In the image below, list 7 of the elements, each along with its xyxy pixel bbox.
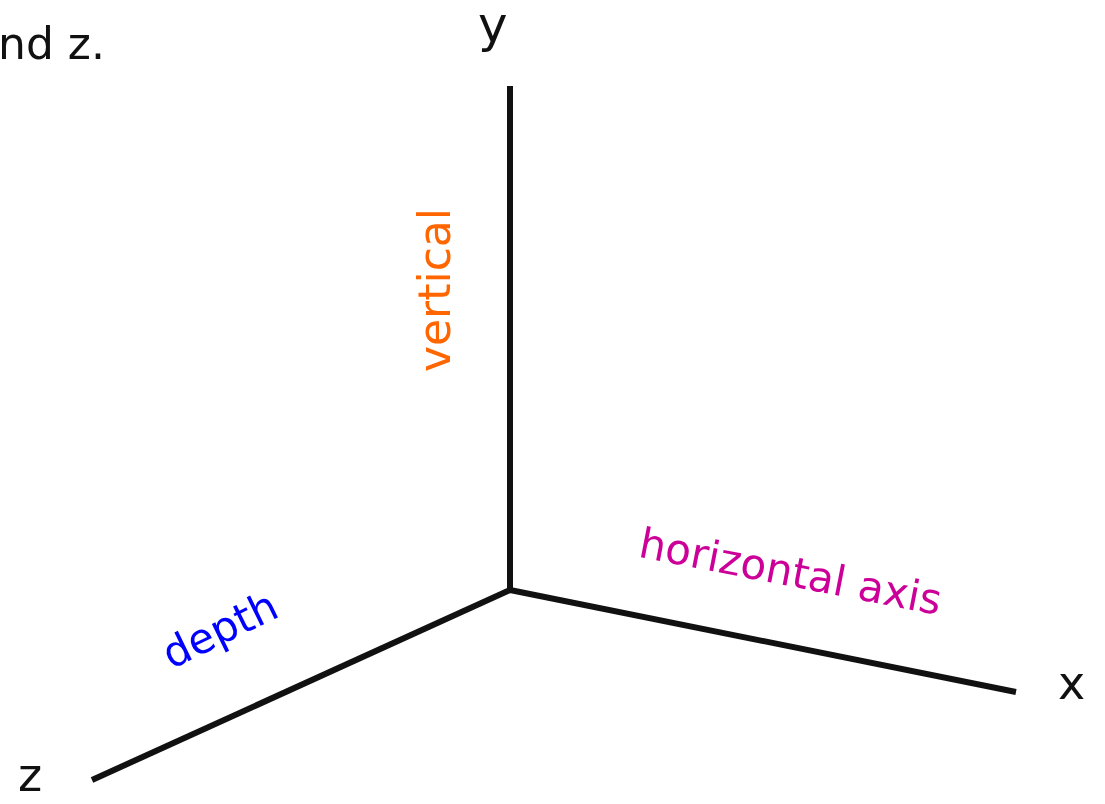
axis-label: z [18, 752, 43, 798]
axis-description: vertical [413, 207, 458, 373]
axis-description: horizontal axis [635, 522, 945, 622]
caption-text: nd z. [0, 22, 105, 66]
axis-label: y [478, 0, 508, 50]
axis-description: depth [156, 584, 285, 676]
axis-label: x [1058, 660, 1086, 706]
